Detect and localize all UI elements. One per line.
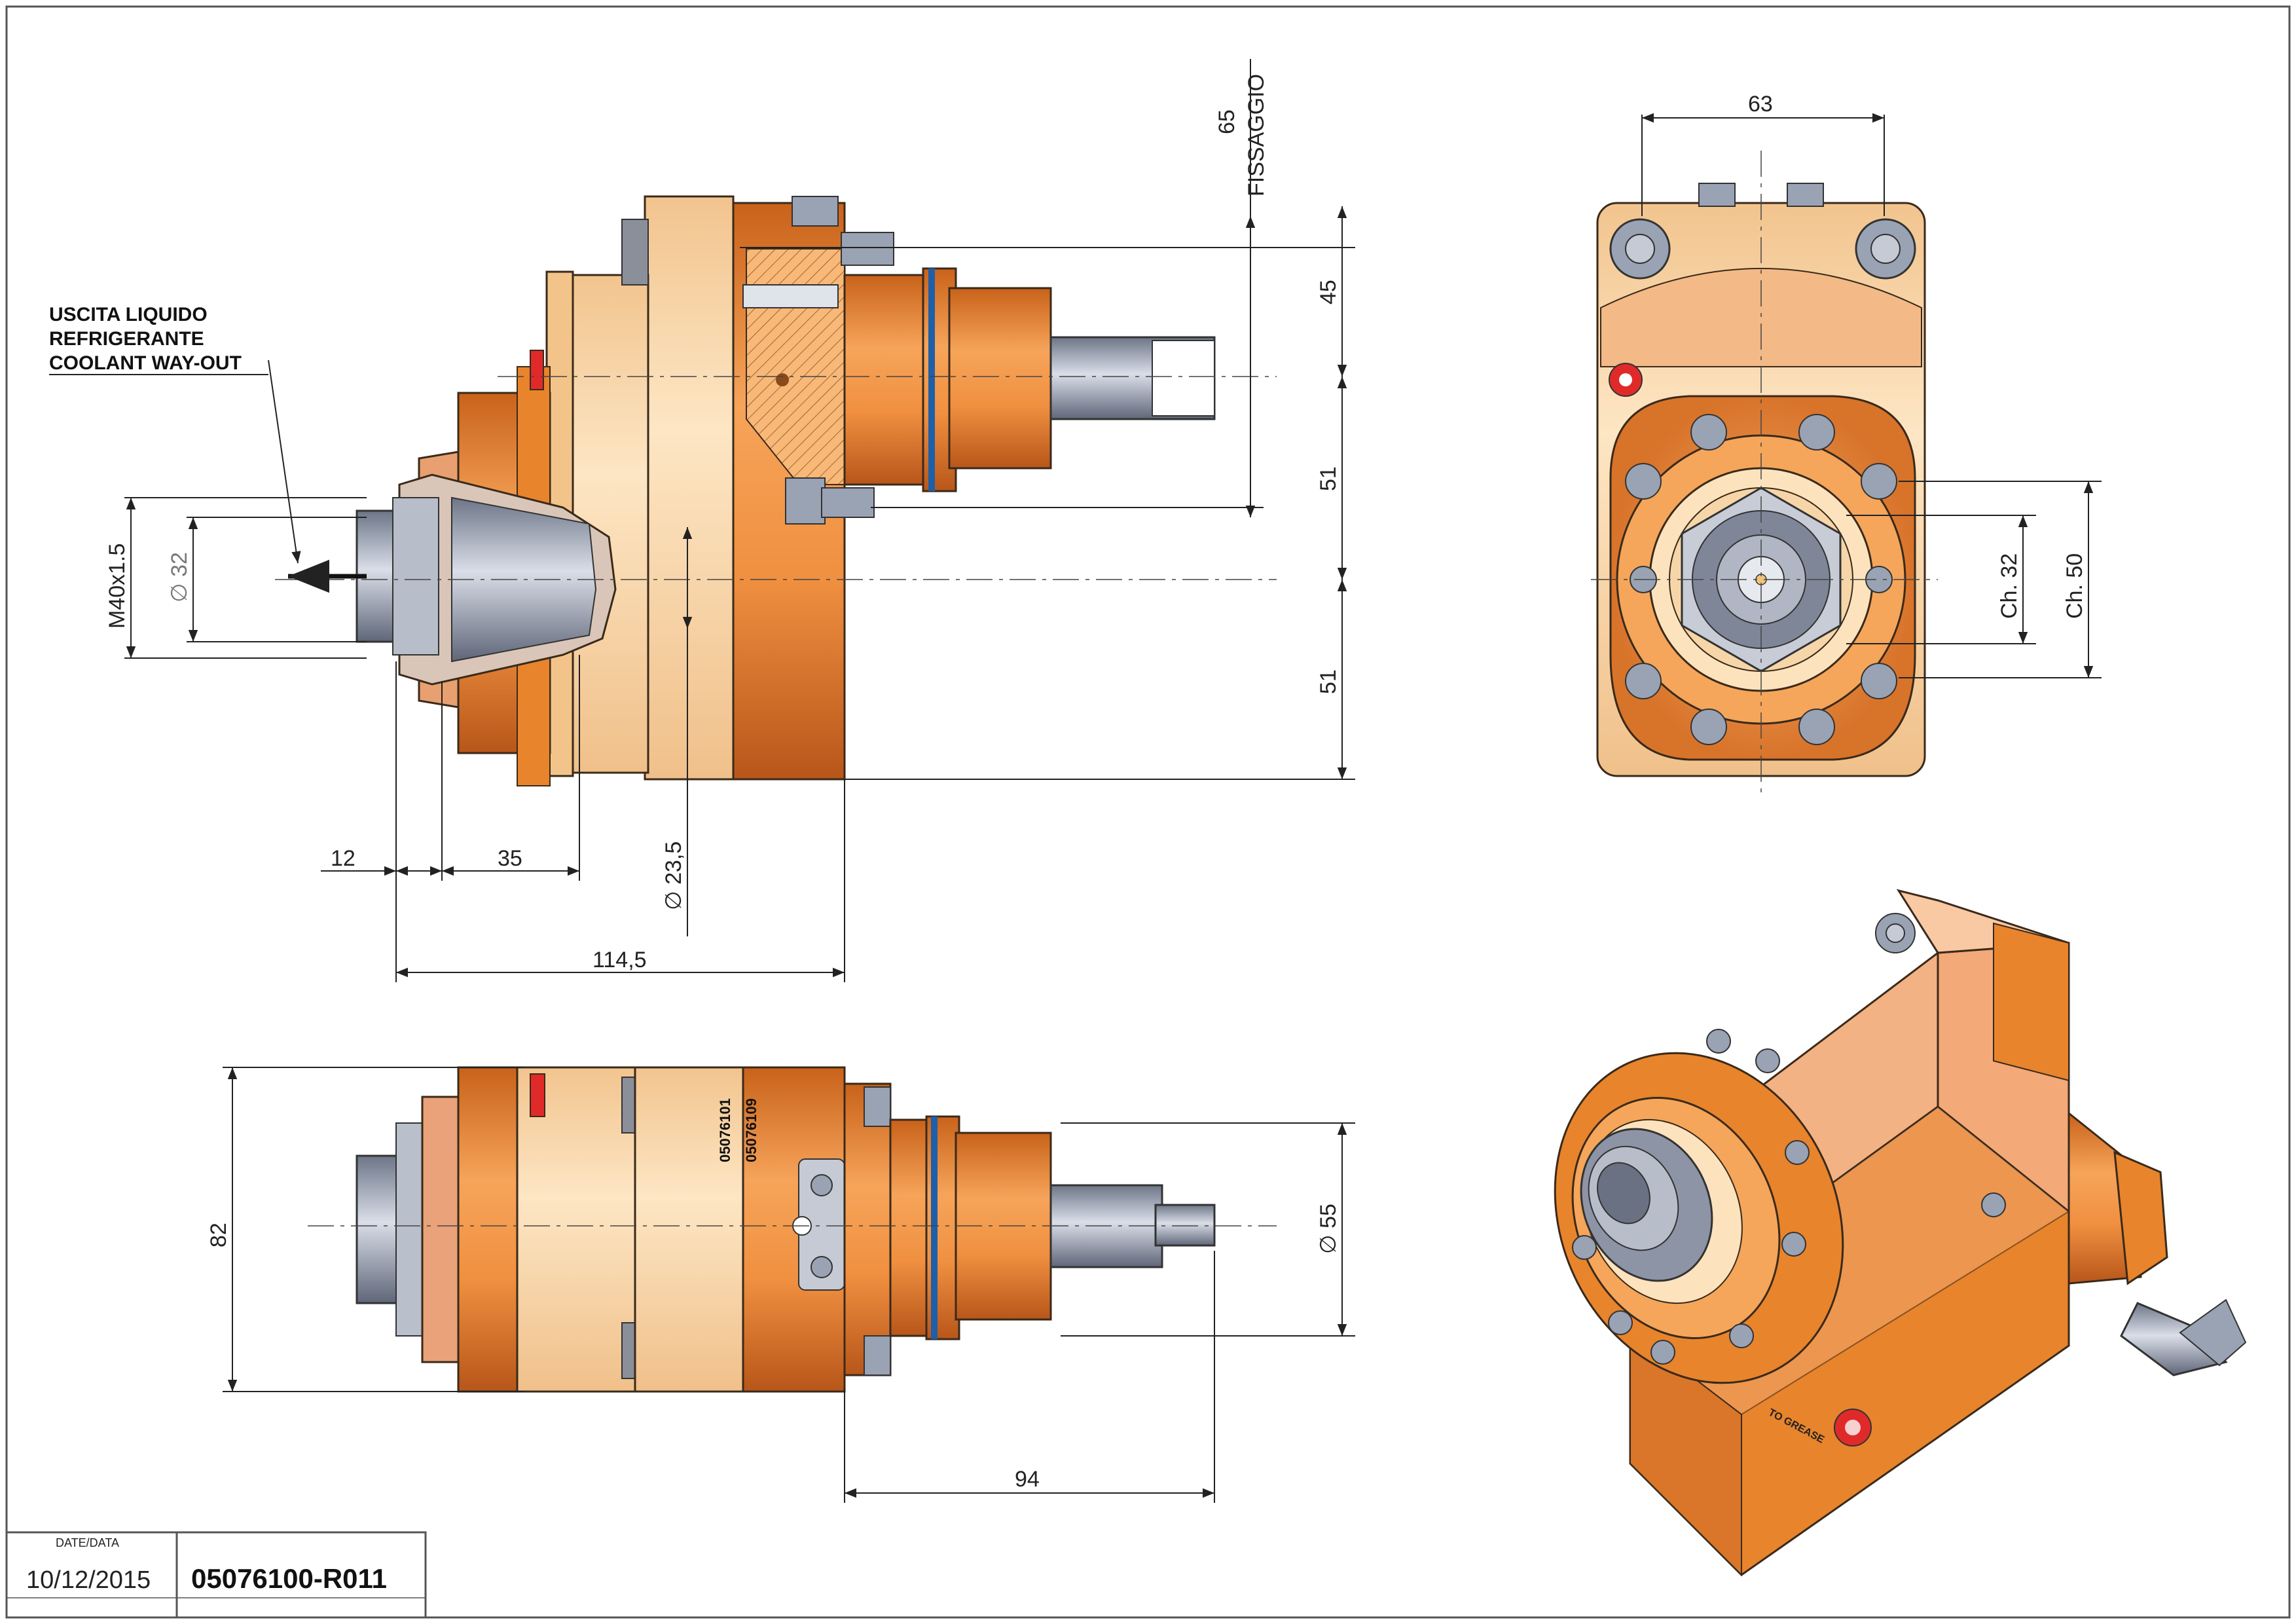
dim-fissaggio: FISSAGGIO [1244,74,1269,196]
dim-phi32: ∅ 32 [167,552,192,602]
dim-51-lower: 51 [1316,669,1341,694]
coolant-callout: USCITA LIQUIDO REFRIGERANTE COOLANT WAY-… [49,304,268,375]
part-code-b: 05076109 [743,1098,759,1162]
callout-line-3: COOLANT WAY-OUT [49,352,242,374]
dim-12: 12 [331,846,355,871]
callout-line-1: USCITA LIQUIDO [49,304,208,325]
sheet-border [5,5,2291,1619]
top-view-dimensions [223,1067,1355,1503]
dim-phi23: ∅ 23,5 [661,841,686,910]
dim-35: 35 [498,846,522,871]
part-number: 05076100-R011 [191,1563,387,1594]
side-view-dim-labels: 65 FISSAGGIO 45 51 51 M40x1.5 ∅ 32 12 35… [105,74,1341,972]
dim-94: 94 [1015,1467,1040,1492]
dim-phi55: ∅ 55 [1316,1204,1341,1254]
dim-82: 82 [206,1223,231,1247]
title-block: DATE/DATA 10/12/2015 05076100-R011 [5,1531,427,1619]
top-view: 05076101 05076109 [308,1066,1277,1393]
dim-m40: M40x1.5 [105,544,130,629]
date-label: DATE/DATA [56,1536,119,1549]
top-view-dim-labels: 82 ∅ 55 94 [206,1204,1341,1492]
dim-45: 45 [1316,280,1341,304]
part-code-a: 05076101 [717,1098,733,1162]
dim-65: 65 [1214,109,1239,134]
front-view-dim-labels: 63 Ch. 32 Ch. 50 [1748,92,2087,619]
front-view-dimensions [1641,113,2102,678]
side-view-dimensions [124,59,1355,982]
dim-ch32: Ch. 32 [1997,553,2022,619]
dim-ch50: Ch. 50 [2062,553,2087,619]
side-section-view [268,195,1277,786]
dim-51-upper: 51 [1316,466,1341,491]
front-view [1591,151,1938,796]
callout-line-2: REFRIGERANTE [49,328,204,350]
date-value: 10/12/2015 [26,1566,151,1594]
dim-63: 63 [1748,92,1773,117]
isometric-view: TO GREASE [1554,889,2247,1577]
dim-114: 114,5 [592,948,647,972]
